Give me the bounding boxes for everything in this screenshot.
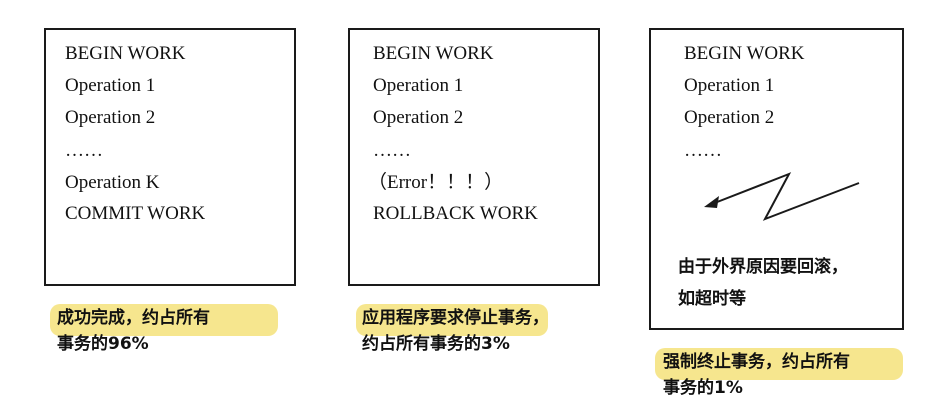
box3-note-line1: 由于外界原因要回滚， [678,257,848,277]
box2-line-rollback: ROLLBACK WORK [373,203,538,224]
box2-line-error: （Error！！！） [368,172,504,193]
box3-line-begin: BEGIN WORK [684,43,805,64]
caption3-line2: 事务的1% [663,378,743,398]
rollback-transaction-box: BEGIN WORK Operation 1 Operation 2 …… （E… [348,28,600,286]
forced-abort-box: BEGIN WORK Operation 1 Operation 2 …… 由于… [649,28,904,330]
box3-line-op1: Operation 1 [684,75,775,96]
commit-transaction-box: BEGIN WORK Operation 1 Operation 2 …… Op… [44,28,296,286]
box3-note-line2: 如超时等 [678,289,746,309]
caption1-highlight [50,304,278,336]
box1-line-op2: Operation 2 [65,107,156,128]
caption3-line1: 强制终止事务，约占所有 [663,352,850,372]
box1-line-begin: BEGIN WORK [65,43,186,64]
box1-line-op1: Operation 1 [65,75,156,96]
box2-line-op1: Operation 1 [373,75,464,96]
caption2-highlight [356,304,548,336]
box3-line-ellipsis: …… [684,140,722,161]
caption2-line1: 应用程序要求停止事务， [362,308,549,328]
box1-line-ellipsis: …… [65,140,103,161]
box2-line-op2: Operation 2 [373,107,464,128]
box2-line-ellipsis: …… [373,140,411,161]
caption1-line2: 事务的96% [57,334,149,354]
box2-line-begin: BEGIN WORK [373,43,494,64]
box3-line-op2: Operation 2 [684,107,775,128]
caption1-line1: 成功完成，约占所有 [57,308,210,328]
caption2-line2: 约占所有事务的3% [362,334,510,354]
box1-line-commit: COMMIT WORK [65,203,206,224]
caption3-highlight [655,348,903,380]
box1-line-opk: Operation K [65,172,160,193]
